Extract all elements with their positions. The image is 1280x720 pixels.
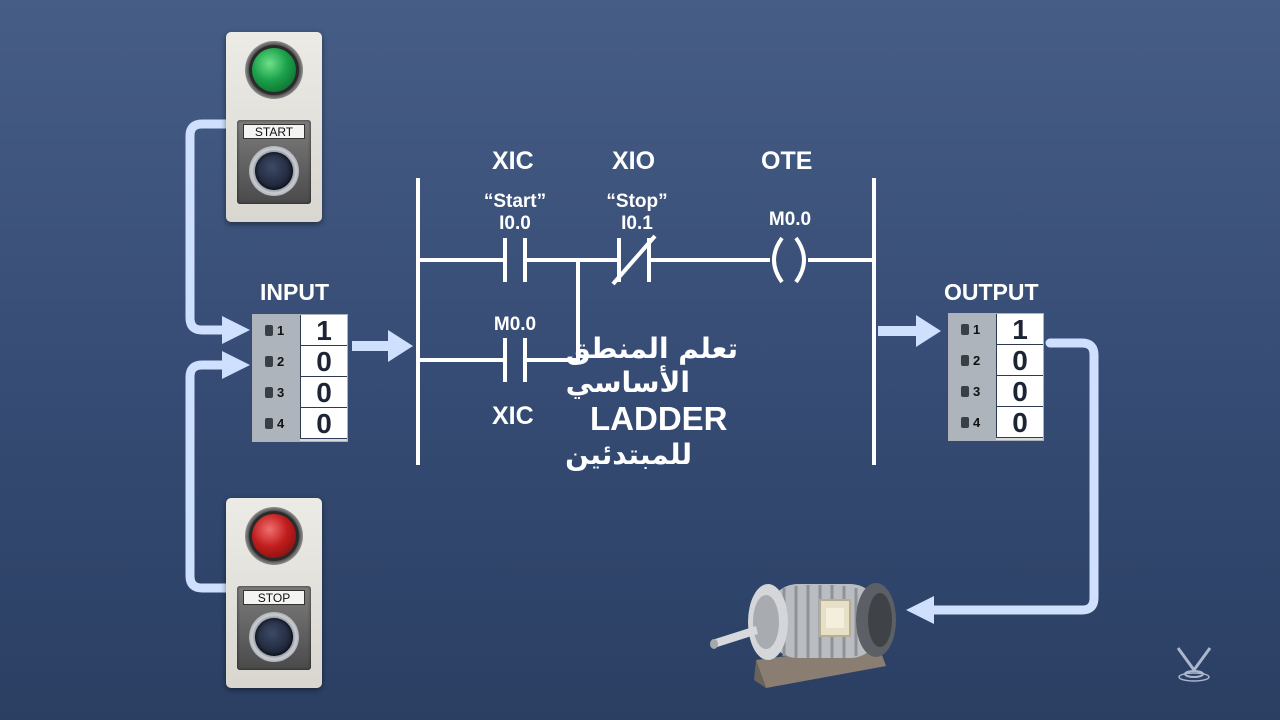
stop-button-label: STOP	[243, 590, 305, 605]
branch-contact-address: M0.0	[493, 314, 537, 335]
input-channel-led	[265, 356, 273, 367]
caption-line-2: الأساسي	[565, 366, 690, 399]
input-channel-number: 1	[277, 323, 285, 338]
start-button-plate: START	[237, 120, 311, 204]
input-channel-value: 1	[300, 315, 347, 346]
output-channel: 4 0	[949, 407, 1043, 438]
electric-motor-icon	[710, 583, 896, 688]
xio-stop-tag: “Stop” I0.1	[592, 191, 682, 235]
caption: تعلم المنطق الأساسي LADDER للمبتدئين	[565, 332, 750, 472]
v-logo-icon	[1176, 647, 1212, 682]
xic-start-tag: “Start” I0.0	[470, 191, 560, 235]
output-channel-number: 4	[973, 415, 981, 430]
xic-start-instruction: XIC	[492, 147, 534, 175]
output-channel-led	[961, 324, 969, 335]
input-channel: 1 1	[253, 315, 347, 346]
input-channel-led	[265, 387, 273, 398]
start-indicator-lamp	[245, 41, 303, 99]
input-channel-value: 0	[300, 377, 347, 408]
input-channel-number: 2	[277, 354, 285, 369]
start-wire-arrow	[222, 316, 250, 344]
stop-push-button-station: STOP	[226, 498, 322, 688]
input-module-title: INPUT	[260, 279, 329, 305]
ote-coil-left	[772, 236, 784, 284]
input-channel: 3 0	[253, 377, 347, 408]
input-channel-number: 3	[277, 385, 285, 400]
output-channel-number: 1	[973, 322, 981, 337]
stop-indicator-lamp	[245, 507, 303, 565]
stop-wire	[185, 360, 231, 593]
output-module-title: OUTPUT	[944, 279, 1039, 305]
output-channel: 1 1	[949, 314, 1043, 345]
stop-push-button[interactable]	[249, 612, 299, 662]
start-push-button-station: START	[226, 32, 322, 222]
output-channel-number: 3	[973, 384, 981, 399]
output-channel-led	[961, 355, 969, 366]
input-channel: 4 0	[253, 408, 347, 439]
output-module: 1 1 2 0 3 0 4 0	[948, 313, 1044, 441]
output-channel: 2 0	[949, 345, 1043, 376]
output-channel-number: 2	[973, 353, 981, 368]
output-channel-value: 0	[996, 376, 1043, 407]
xic-start-tag-name: “Start”	[483, 191, 547, 212]
xio-stop-tag-name: “Stop”	[606, 191, 668, 212]
ote-coil-right	[794, 236, 806, 284]
xio-stop-contact-slash	[611, 234, 657, 286]
output-channel-value: 0	[996, 345, 1043, 376]
output-channel-led	[961, 417, 969, 428]
caption-line-4: للمبتدئين	[565, 438, 692, 471]
stop-button-plate: STOP	[237, 586, 311, 670]
start-button-label: START	[243, 124, 305, 139]
input-flow-arrow-shaft	[352, 341, 390, 351]
output-flow-arrow-shaft	[878, 326, 918, 336]
output-channel-led	[961, 386, 969, 397]
input-channel-value: 0	[300, 408, 347, 439]
caption-line-1: تعلم المنطق	[565, 332, 738, 365]
motor-wire-arrow	[906, 596, 934, 624]
motor-wire	[927, 338, 1099, 615]
input-module: 1 1 2 0 3 0 4 0	[252, 314, 348, 442]
xio-stop-tag-address: I0.1	[621, 213, 653, 234]
input-channel-led	[265, 325, 273, 336]
output-channel-value: 1	[996, 314, 1043, 345]
input-channel-number: 4	[277, 416, 285, 431]
branch-contact-instruction: XIC	[492, 402, 534, 430]
ote-coil-address: M0.0	[768, 209, 812, 230]
ote-instruction: OTE	[761, 147, 813, 175]
xio-stop-instruction: XIO	[612, 147, 656, 175]
input-channel-led	[265, 418, 273, 429]
output-channel-value: 0	[996, 407, 1043, 438]
caption-line-3: LADDER	[590, 400, 728, 437]
input-flow-arrow-head	[388, 330, 413, 362]
output-flow-arrow-head	[916, 315, 941, 347]
input-channel-value: 0	[300, 346, 347, 377]
input-channel: 2 0	[253, 346, 347, 377]
output-channel: 3 0	[949, 376, 1043, 407]
start-wire	[185, 119, 231, 335]
stop-wire-arrow	[222, 351, 250, 379]
start-push-button[interactable]	[249, 146, 299, 196]
xic-start-tag-address: I0.0	[499, 213, 531, 234]
